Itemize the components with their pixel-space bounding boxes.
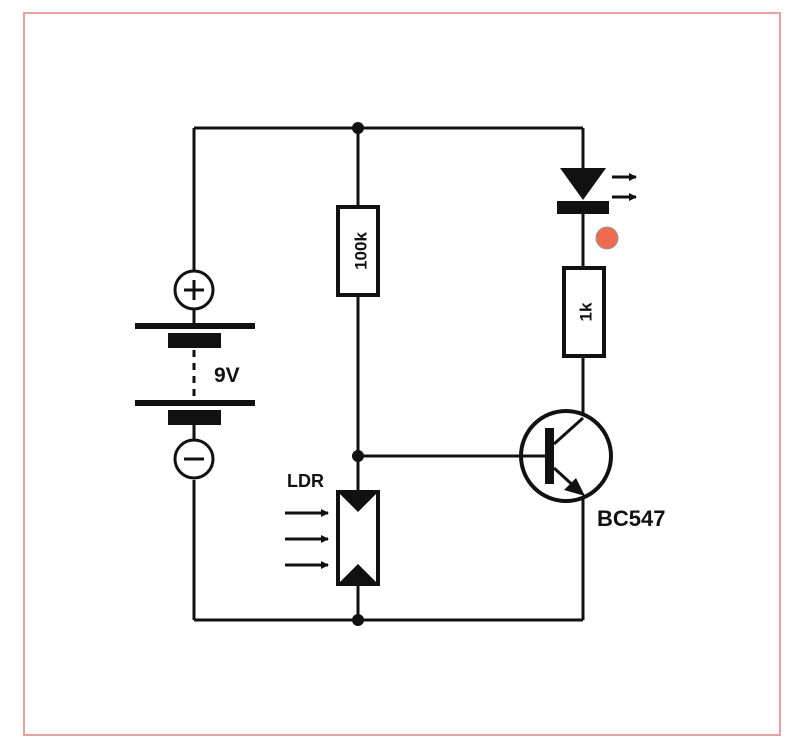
ldr-bottom-triangle — [338, 564, 378, 584]
transistor-base-bar — [545, 428, 554, 484]
ldr-label: LDR — [287, 471, 324, 491]
resistor-1k: 1k — [562, 266, 606, 358]
battery: 9V — [135, 269, 255, 480]
emitter-arrow-icon — [564, 478, 585, 496]
resistor-100k: 100k — [336, 205, 380, 297]
battery-cell-1-plate-short — [168, 333, 221, 348]
ldr: LDR — [285, 471, 380, 586]
battery-cell-2-plate-long — [135, 400, 255, 406]
transistor: BC547 — [519, 409, 665, 531]
battery-cell-2-plate-short — [168, 410, 221, 425]
junction-dot-bottom — [352, 614, 364, 626]
transistor-collector-lead — [552, 416, 585, 446]
battery-cell-1-plate-long — [135, 323, 255, 329]
transistor-label: BC547 — [597, 506, 665, 531]
resistor-100k-body — [336, 205, 380, 297]
junction-dot-top — [352, 122, 364, 134]
led-triangle — [560, 168, 606, 200]
battery-voltage-label: 9V — [214, 364, 240, 387]
diagram-frame — [23, 12, 781, 736]
led-color-indicator — [595, 226, 619, 250]
resistor-1k-body — [562, 266, 606, 358]
wires — [192, 126, 585, 622]
junction-dot-middle — [352, 450, 364, 462]
resistor-1k-label: 1k — [577, 302, 596, 321]
ldr-top-triangle — [338, 492, 378, 512]
led — [557, 168, 637, 250]
junctions — [352, 122, 364, 626]
led-bar — [557, 201, 609, 214]
resistor-100k-label: 100k — [352, 232, 371, 270]
